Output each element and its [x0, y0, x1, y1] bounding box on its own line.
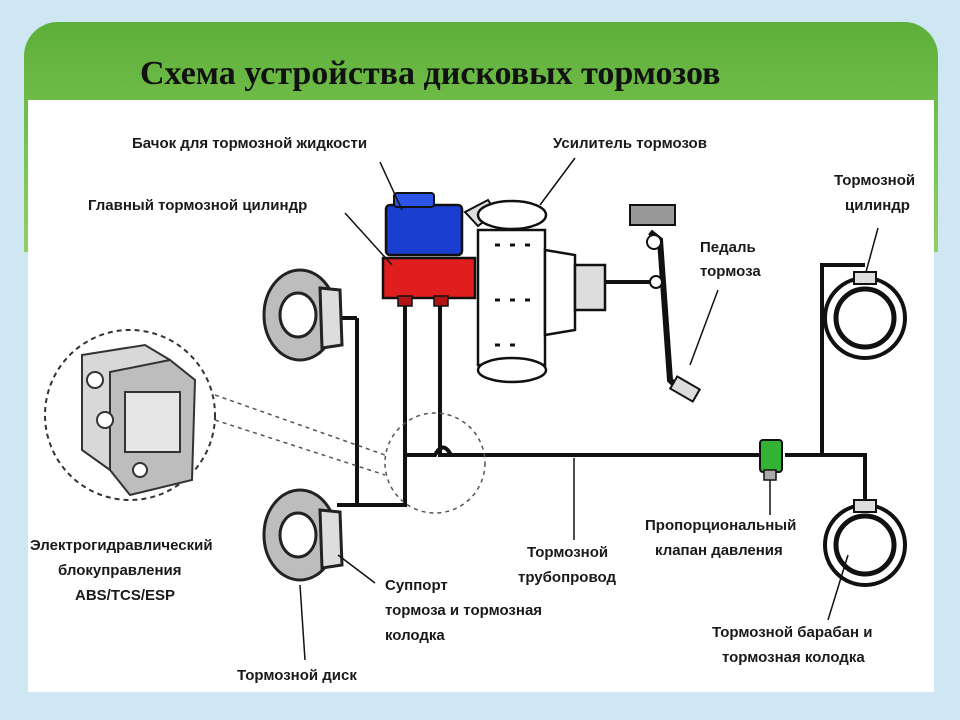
front-brake-disc — [262, 268, 344, 362]
label-reservoir: Бачок для тормозной жидкости — [132, 135, 367, 152]
slide-title: Схема устройства дисковых тормозов — [140, 55, 721, 92]
label-valve-2: клапан давления — [655, 542, 783, 559]
brake-lines — [337, 263, 867, 507]
label-abs-3: ABS/TCS/ESP — [75, 587, 175, 604]
label-caliper-3: колодка — [385, 627, 445, 644]
label-wheel-cylinder-1: Тормозной — [834, 172, 915, 189]
junction-highlight — [384, 412, 486, 514]
brake-fluid-reservoir — [384, 192, 498, 257]
label-caliper-2: тормоза и тормозная — [385, 602, 542, 619]
label-valve-1: Пропорциональный — [645, 517, 796, 534]
master-cylinder — [381, 256, 477, 307]
proportioning-valve — [759, 439, 783, 481]
front-caliper — [318, 286, 344, 350]
label-brake-line-1: Тормозной — [527, 544, 608, 561]
rear-brake-disc — [262, 488, 344, 582]
label-master-cylinder: Главный тормозной цилиндр — [88, 197, 307, 214]
outlet-1-line — [357, 300, 407, 507]
front-brake-drum — [823, 271, 907, 360]
label-pedal-1: Педаль — [700, 239, 756, 256]
label-brake-line-2: трубопровод — [518, 569, 616, 586]
valve-to-rear-drum — [785, 453, 867, 500]
abs-callout-lines — [214, 394, 386, 476]
label-disc: Тормозной диск — [237, 667, 357, 684]
wheel-cylinder — [853, 271, 877, 285]
abs-unit — [44, 329, 216, 501]
rear-caliper — [318, 508, 344, 570]
label-booster: Усилитель тормозов — [553, 135, 707, 152]
rear-brake-drum — [823, 499, 907, 587]
label-leaders — [299, 157, 879, 661]
label-wheel-cylinder-2: цилиндр — [845, 197, 910, 214]
label-drum-1: Тормозной барабан и — [712, 624, 872, 641]
valve-to-front-drum — [820, 263, 865, 455]
label-drum-2: тормозная колодка — [722, 649, 865, 666]
brake-booster — [476, 199, 607, 384]
main-line — [405, 445, 760, 457]
label-pedal-2: тормоза — [700, 263, 761, 280]
label-abs-2: блокуправления — [58, 562, 182, 579]
brake-pedal — [605, 204, 702, 403]
label-abs-1: Электрогидравлический — [30, 537, 213, 554]
label-caliper-1: Суппорт — [385, 577, 448, 594]
